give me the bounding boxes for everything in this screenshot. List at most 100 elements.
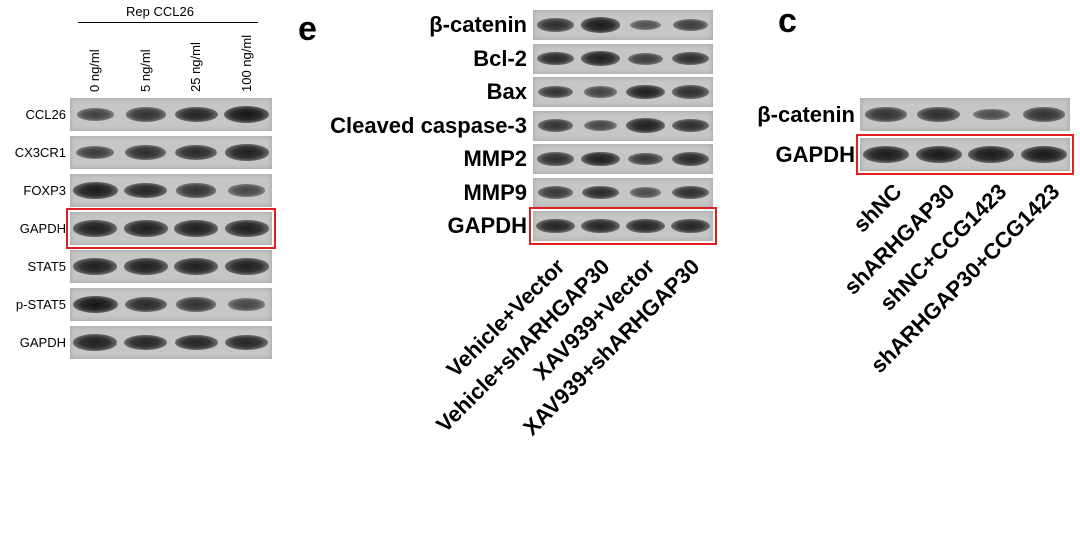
- blot-band: [73, 334, 118, 351]
- blot-band: [228, 298, 266, 311]
- blot-band: [915, 146, 962, 163]
- blot-strip: [533, 10, 713, 40]
- row-label: GAPDH: [19, 335, 66, 350]
- row-label: Bax: [486, 79, 527, 104]
- blot-band: [123, 258, 168, 275]
- blot-band: [917, 107, 961, 122]
- row-label: β-catenin: [429, 12, 527, 37]
- row-label: GAPDH: [447, 213, 527, 238]
- blot-band: [581, 151, 620, 167]
- blot-strip: [70, 98, 272, 131]
- condition-label: 0 ng/ml: [87, 49, 102, 92]
- row-label: CX3CR1: [14, 145, 66, 160]
- blot-band: [125, 145, 167, 160]
- left-header-line: [78, 22, 258, 23]
- blot-band: [584, 119, 617, 132]
- blot-band: [124, 334, 168, 351]
- blot-band: [1022, 107, 1065, 122]
- blot-strip: [70, 174, 272, 207]
- blot-band: [671, 218, 710, 234]
- blot-band: [672, 185, 709, 200]
- blot-band: [628, 52, 663, 65]
- blot-band: [1020, 146, 1067, 163]
- blot-strip: [533, 77, 713, 107]
- blot-band: [76, 145, 115, 160]
- blot-band: [224, 258, 269, 275]
- row-label: β-catenin: [757, 101, 855, 127]
- blot-strip: [529, 207, 717, 245]
- blot-band: [72, 182, 118, 199]
- blot-strip: [66, 208, 276, 249]
- blot-band: [672, 51, 709, 66]
- blot-band: [537, 85, 574, 99]
- left-header: Rep CCL26: [126, 4, 194, 19]
- blot-band: [537, 119, 574, 132]
- condition-label: shARHGAP30: [838, 178, 959, 300]
- row-label: CCL26: [25, 107, 66, 122]
- blot-band: [73, 220, 118, 237]
- blot-strip: [70, 250, 272, 283]
- blot-strip: [533, 144, 713, 174]
- blot-band: [224, 144, 269, 161]
- blot-band: [225, 334, 269, 351]
- blot-band: [123, 220, 168, 237]
- blot-band: [124, 182, 168, 199]
- blot-band: [671, 152, 710, 166]
- blot-band: [581, 218, 620, 234]
- blot-band: [536, 218, 575, 234]
- condition-label: shNC+CCG1423: [874, 178, 1012, 316]
- blot-band: [228, 184, 266, 197]
- row-label: p-STAT5: [15, 297, 66, 312]
- blot-strip: [70, 288, 272, 321]
- condition-label: 5 ng/ml: [137, 49, 153, 92]
- blot-band: [672, 118, 709, 133]
- blot-band: [174, 220, 219, 237]
- blot-band: [629, 187, 662, 198]
- row-label: Cleaved caspase-3: [330, 112, 527, 138]
- blot-band: [581, 51, 620, 66]
- blot-band: [626, 84, 665, 100]
- blot-band: [537, 152, 574, 166]
- blot-band: [72, 295, 118, 314]
- blot-band: [174, 106, 218, 123]
- blot-band: [672, 85, 709, 99]
- blot-band: [124, 296, 167, 313]
- panel-letter-e: e: [298, 10, 317, 48]
- blot-band: [581, 185, 620, 200]
- blot-band: [125, 107, 166, 122]
- blot-band: [863, 146, 910, 163]
- blot-band: [673, 19, 708, 31]
- blot-strip: [533, 43, 713, 74]
- blot-band: [73, 258, 118, 275]
- blot-band: [580, 17, 621, 33]
- blot-band: [972, 108, 1010, 121]
- blot-strip: [533, 110, 713, 141]
- blot-strip: [70, 136, 272, 169]
- row-label: MMP9: [463, 179, 527, 205]
- condition-label: 100 ng/ml: [238, 34, 254, 92]
- blot-band: [628, 152, 663, 166]
- blot-strip: [70, 326, 272, 359]
- blot-band: [224, 220, 269, 237]
- blot-band: [865, 107, 908, 122]
- blot-band: [536, 51, 575, 66]
- blot-strip: [860, 98, 1070, 131]
- blot-band: [175, 144, 218, 161]
- blot-band: [537, 18, 574, 32]
- blot-band: [76, 108, 114, 121]
- blot-band: [174, 258, 219, 275]
- blot-strip: [533, 177, 713, 208]
- row-label: FOXP3: [23, 183, 66, 198]
- blot-strip: [856, 134, 1074, 175]
- blot-band: [629, 19, 662, 31]
- blot-band: [224, 105, 270, 124]
- row-label: GAPDH: [19, 221, 66, 236]
- row-label: GAPDH: [775, 141, 855, 167]
- blot-band: [174, 334, 218, 351]
- blot-band: [626, 218, 665, 234]
- blot-band: [176, 183, 217, 198]
- blot-band: [626, 118, 665, 133]
